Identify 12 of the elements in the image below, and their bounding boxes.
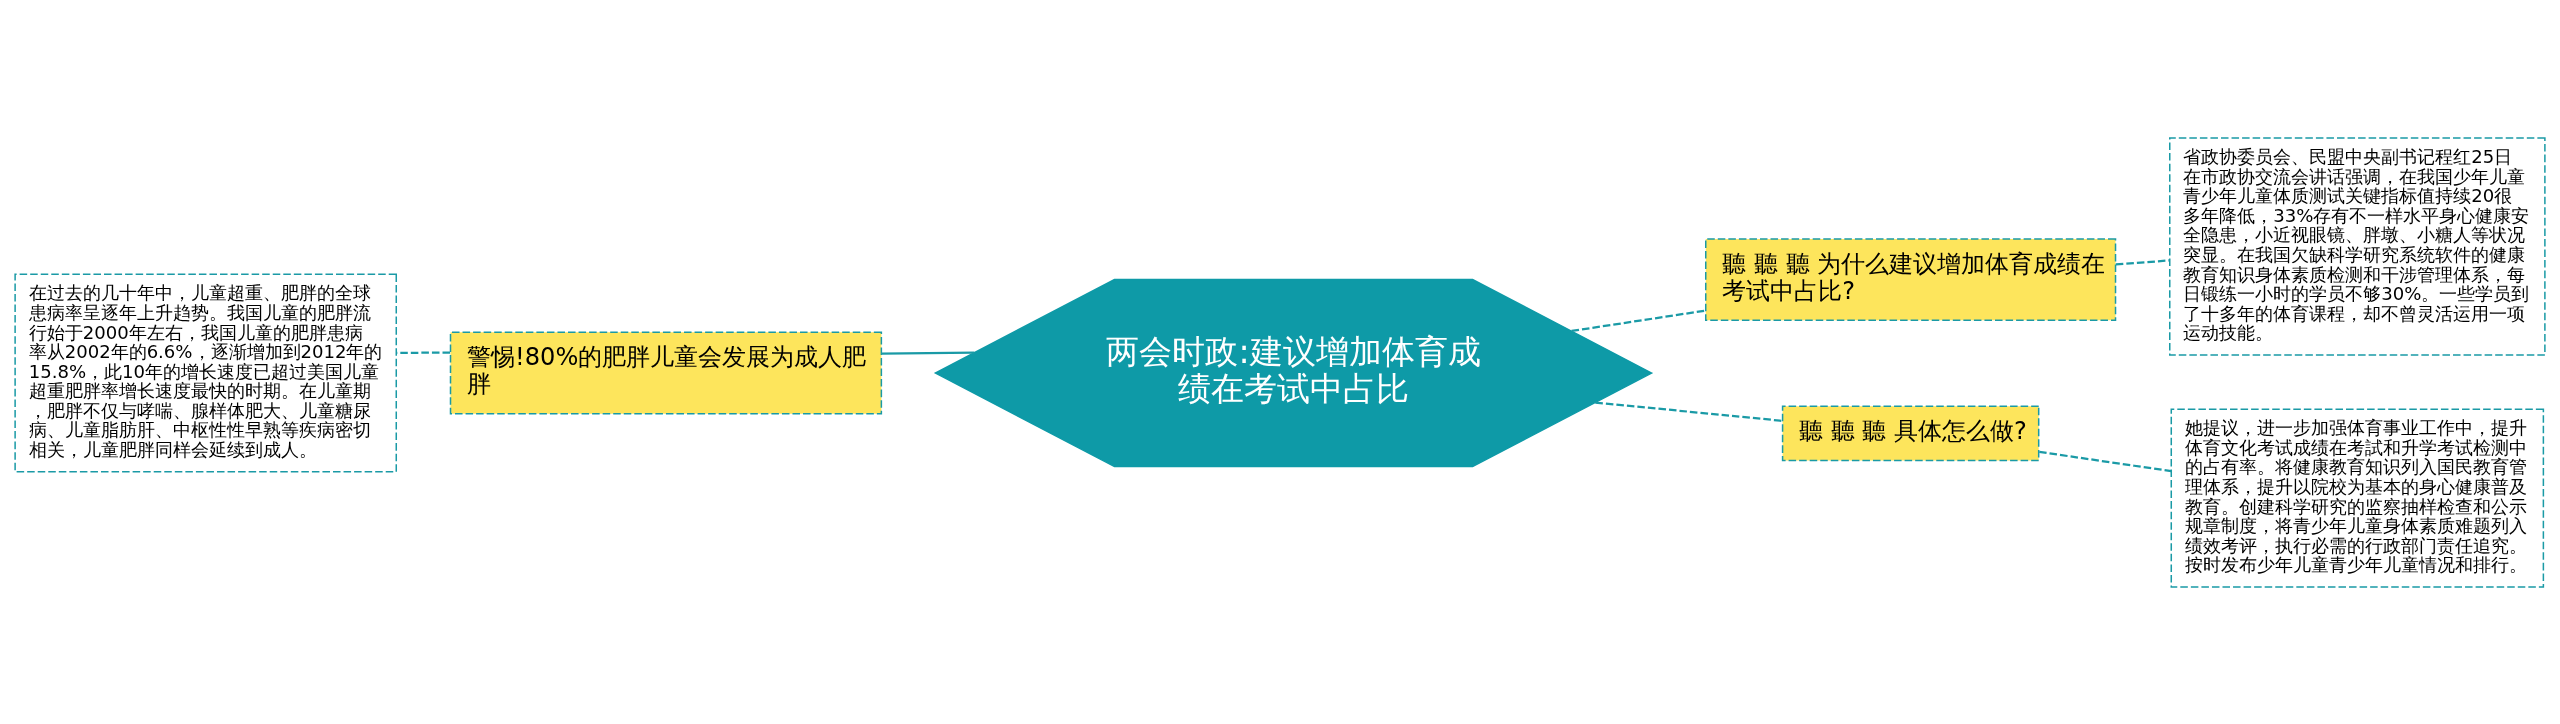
connector	[1571, 309, 1706, 332]
node-box: 在过去的几十年中，儿童超重、肥胖的全球患病率呈逐年上升趋势。我国儿童的肥胖流行始于2000年左右，我国儿童的肥胖患病率从2002年的6.6%，逐渐增加到2012年的15.8%，此10年的增长速度已超过美国儿童超重肥胖率增长速度最快的时期。在儿童期，肥胖不仅与哮喘、腺样体肥大、儿童糖尿病、儿童脂肪肝、中枢性性早熟等疾病密切相关，儿童肥胖同样会延续到成人。	[14, 273, 398, 472]
connector	[396, 351, 451, 354]
node-box: 聽 聽 聽 具体怎么做?	[1781, 404, 2040, 461]
connector	[2039, 450, 2172, 472]
node-box: 聽 聽 聽 为什么建议增加体育成绩在考试中占比?	[1705, 237, 2117, 321]
node-box: 省政协委员会、民盟中央副书记程红25日在市政协交流会讲话强调，在我国少年儿童青少年儿童体质测试关键指标值持续20很多年降低，33%存有不一样水平身心健康安全隐患，小近视眼镜、胖墩、小糖人等状况突显。在我国欠缺科学研究系统软件的健康教育知识身体素质检测和干涉管理体系，每日锻练一小时的学员不够30%。一些学员到了十多年的体育课程，却不曾灵活运用一项运动技能。	[2169, 136, 2546, 356]
connector	[1595, 400, 1783, 422]
node-box: 她提议，进一步加强体育事业工作中，提升体育文化考试成绩在考試和升学考试检测中的占有率。将健康教育知识列入国民教育管理体系，提升以院校为基本的身心健康普及教育。创建科学研究的监察抽样检查和公示规章制度，将青少年儿童身体素质难题列入绩效考评，执行必需的行政部门责任追究。按时发布少年儿童青少年儿童情况和排行。	[2170, 407, 2545, 588]
node-box: 警惕!80%的肥胖儿童会发展为成人肥胖	[449, 331, 883, 414]
connector	[2115, 258, 2170, 266]
connector	[881, 351, 975, 355]
